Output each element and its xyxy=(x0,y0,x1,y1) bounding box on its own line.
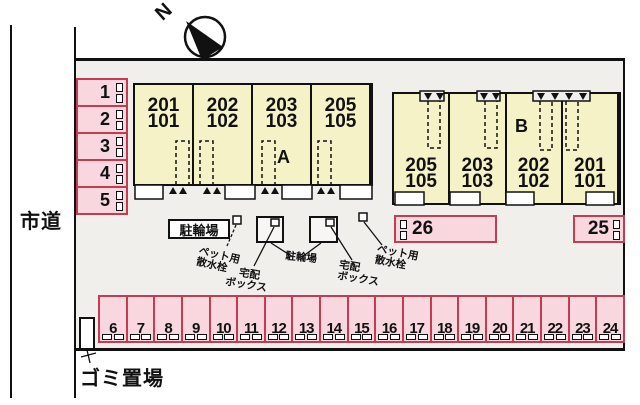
parking-space: 22 xyxy=(540,295,570,343)
building-b-label: B xyxy=(515,116,528,136)
parking-space: 20 xyxy=(484,295,515,343)
parking-space: 6 xyxy=(98,295,128,343)
room-numbers: 202 102 xyxy=(517,155,550,192)
parking-space: 16 xyxy=(374,295,404,343)
parking-space-26: 26 xyxy=(394,215,497,243)
parking-space: 3 xyxy=(76,132,128,161)
room-numbers: 201 101 xyxy=(147,95,180,132)
parking-space: 21 xyxy=(512,295,542,343)
parking-space: 17 xyxy=(401,295,432,343)
room-upper: 205 xyxy=(324,95,357,116)
unit-201-101: 201 101 xyxy=(563,94,619,203)
parking-space: 15 xyxy=(346,295,377,343)
compass-icon xyxy=(183,15,227,60)
garbage-area-label: ゴミ置場 xyxy=(80,368,164,390)
parking-space-25: 25 xyxy=(573,215,625,243)
compass-north-label: N xyxy=(151,0,177,26)
parking-space: 10 xyxy=(208,295,239,343)
parking-space: 18 xyxy=(429,295,460,343)
bicycle-parking-label-boxed: 駐輪場 xyxy=(168,219,230,239)
unit-202-102: 202 102 xyxy=(507,94,563,203)
parking-space: 8 xyxy=(153,295,183,343)
parking-space: 14 xyxy=(319,295,349,343)
parking-space: 2 xyxy=(76,105,128,134)
parking-space: 23 xyxy=(567,295,598,343)
room-upper: 203 xyxy=(461,155,494,176)
unit-203-103: 203 103 xyxy=(450,94,507,203)
parking-space: 1 xyxy=(76,78,128,107)
room-lower: 103 xyxy=(461,171,494,192)
parking-space: 19 xyxy=(457,295,487,343)
room-numbers: 205 105 xyxy=(324,95,357,132)
room-lower: 103 xyxy=(265,111,298,132)
building-a: 201 101 202 102 203 103 205 105 A xyxy=(133,83,373,186)
room-upper: 201 xyxy=(574,155,606,176)
parking-space: 12 xyxy=(263,295,294,343)
unit-205-105: 205 105 xyxy=(394,94,451,203)
parking-space: 5 xyxy=(76,186,128,215)
room-numbers: 201 101 xyxy=(574,155,606,192)
parking-space: 13 xyxy=(291,295,321,343)
bottom-parking-row: 6 7 8 9 10 11 12 13 14 15 16 17 18 19 20… xyxy=(98,295,625,343)
room-upper: 205 xyxy=(405,155,437,176)
room-lower: 101 xyxy=(147,111,180,132)
unit-202-102: 202 102 xyxy=(194,85,253,184)
parking-space: 7 xyxy=(125,295,156,343)
room-upper: 202 xyxy=(206,95,239,116)
building-b: 205 105 203 103 202 102 201 101 B xyxy=(392,92,621,205)
room-lower: 102 xyxy=(517,171,550,192)
room-numbers: 205 105 xyxy=(405,155,437,192)
room-lower: 105 xyxy=(405,171,437,192)
parking-space: 4 xyxy=(76,159,128,188)
room-numbers: 203 103 xyxy=(461,155,494,192)
unit-201-101: 201 101 xyxy=(135,85,194,184)
room-upper: 201 xyxy=(147,95,180,116)
unit-205-105: 205 105 xyxy=(312,85,371,184)
parking-space: 11 xyxy=(236,295,266,343)
city-road-label: 市道 xyxy=(20,211,62,233)
room-numbers: 202 102 xyxy=(206,95,239,132)
room-upper: 203 xyxy=(265,95,298,116)
unit-203-103: 203 103 xyxy=(253,85,312,184)
room-numbers: 203 103 xyxy=(265,95,298,132)
room-lower: 101 xyxy=(574,171,606,192)
room-lower: 102 xyxy=(206,111,239,132)
parking-space: 24 xyxy=(595,295,625,343)
room-upper: 202 xyxy=(517,155,550,176)
room-lower: 105 xyxy=(324,111,357,132)
building-a-label: A xyxy=(277,147,290,167)
parking-space: 9 xyxy=(180,295,211,343)
